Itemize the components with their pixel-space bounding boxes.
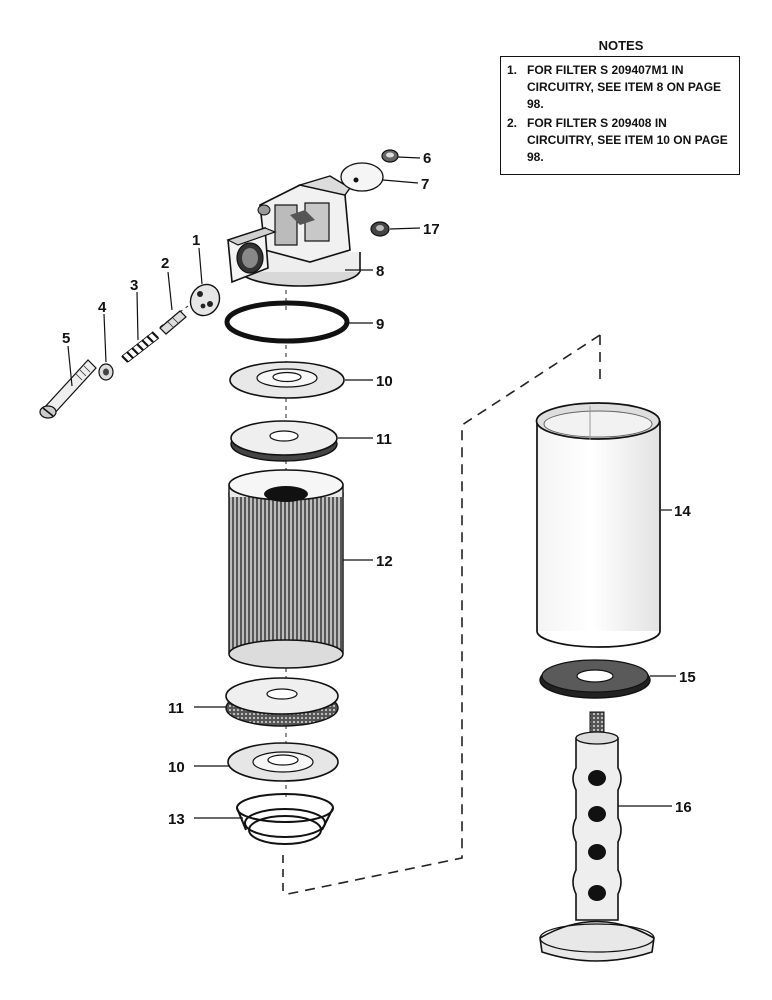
callout-4: 4: [98, 299, 107, 316]
callout-3: 3: [130, 277, 138, 294]
leader-lines: [67, 156, 676, 819]
callout-9: 9: [376, 316, 384, 333]
base-gasket-part: [539, 659, 651, 699]
disc-part: [340, 162, 384, 192]
callout-15: 15: [679, 669, 696, 686]
callout-5: 5: [62, 330, 70, 347]
callout-2: 2: [161, 255, 169, 272]
note-item: 2. FOR FILTER S 209408 IN CIRCUITRY, SEE…: [507, 115, 733, 166]
o-ring-part: [224, 300, 350, 344]
nut-part: [98, 363, 114, 381]
filter-element-part: [228, 469, 344, 669]
callout-17: 17: [423, 221, 440, 238]
callout-11-bottom: 11: [168, 700, 184, 717]
note-item: 1. FOR FILTER S 209407M1 IN CIRCUITRY, S…: [507, 62, 733, 113]
callout-16: 16: [675, 799, 692, 816]
pin-part: [159, 310, 187, 335]
spring-part: [121, 331, 160, 363]
center-tube-part: [539, 711, 655, 962]
retainer-ring-part: [236, 793, 334, 845]
washer-top-part: [229, 361, 345, 399]
plug-part: [381, 149, 399, 163]
valve-plate-part: [189, 283, 221, 317]
callout-1: 1: [192, 232, 200, 249]
notes-title: NOTES: [598, 38, 644, 53]
gasket-bottom-part: [225, 677, 339, 727]
filter-head-part: [226, 175, 361, 287]
notes-box: 1. FOR FILTER S 209407M1 IN CIRCUITRY, S…: [500, 56, 740, 175]
callout-6: 6: [423, 150, 431, 167]
callout-10-bottom: 10: [168, 759, 185, 776]
canister-part: [535, 402, 661, 648]
note-text: FOR FILTER S 209408 IN CIRCUITRY, SEE IT…: [527, 116, 728, 164]
callout-13: 13: [168, 811, 185, 828]
callout-8: 8: [376, 263, 384, 280]
callout-7: 7: [421, 176, 429, 193]
fitting-part: [370, 221, 390, 237]
note-number: 2.: [507, 116, 518, 130]
assembly-dashed-outline: [282, 334, 601, 896]
bolt-part: [39, 359, 97, 419]
note-number: 1.: [507, 63, 518, 77]
callout-14: 14: [674, 503, 691, 520]
gasket-top-part: [230, 420, 338, 462]
callout-10-top: 10: [376, 373, 393, 390]
washer-bottom-part: [227, 742, 339, 782]
note-text: FOR FILTER S 209407M1 IN CIRCUITRY, SEE …: [527, 63, 722, 111]
callout-12: 12: [376, 553, 393, 570]
callout-11-top: 11: [376, 431, 392, 448]
